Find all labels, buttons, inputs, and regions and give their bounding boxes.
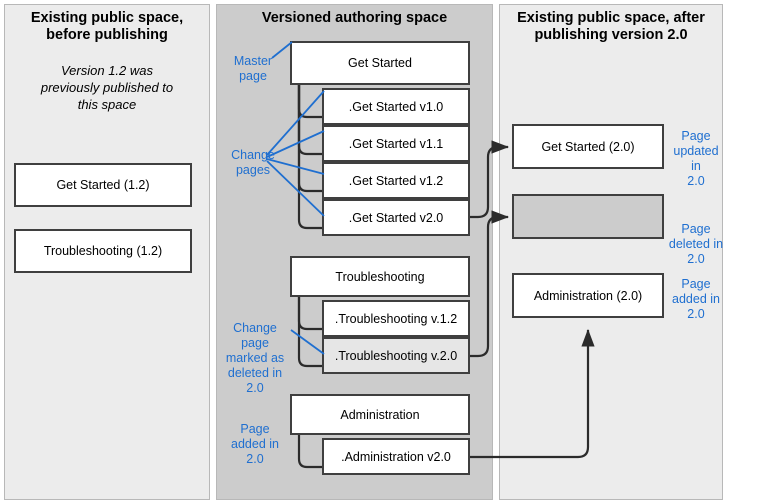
annotation-deleted-line5: 2.0 xyxy=(246,381,264,395)
annotation-updated-line2: updated in xyxy=(673,144,719,173)
panel-left-subtitle-line2: previously published to xyxy=(40,80,174,95)
change-page-troubleshooting-v2-0[interactable]: .Troubleshooting v.2.0 xyxy=(322,337,470,374)
annotation-deleted-line1: Change xyxy=(233,321,277,335)
annotation-page-deleted: Page deleted in 2.0 xyxy=(668,222,724,267)
annotation-deleted-right-line2: deleted in xyxy=(668,237,724,251)
panel-right-title-line2: publishing version 2.0 xyxy=(534,27,688,43)
annotation-added-right-line3: 2.0 xyxy=(687,307,705,321)
annotation-master-page-line2: page xyxy=(239,69,267,83)
annotation-deleted-line2: page xyxy=(241,336,269,350)
page-box-administration-2-0[interactable]: Administration (2.0) xyxy=(512,273,664,318)
page-box-troubleshooting-1-2[interactable]: Troubleshooting (1.2) xyxy=(14,229,192,273)
panel-left-title-line1: Existing public space, xyxy=(30,10,184,26)
annotation-change-pages-line1: Change xyxy=(231,148,275,162)
annotation-updated-line3: 2.0 xyxy=(687,174,705,188)
annotation-master-page: Master page xyxy=(222,54,284,84)
annotation-added-right-line1: Page xyxy=(681,277,711,291)
annotation-deleted-right-line3: 2.0 xyxy=(687,252,705,266)
panel-left-subtitle-line1: Version 1.2 was xyxy=(60,63,153,78)
annotation-added-mid-line1: Page xyxy=(240,422,270,436)
annotation-page-updated: Page updated in 2.0 xyxy=(668,129,724,189)
annotation-deleted-line4: deleted in xyxy=(227,366,283,380)
page-box-deleted-placeholder[interactable] xyxy=(512,194,664,239)
master-page-administration[interactable]: Administration xyxy=(290,394,470,435)
annotation-deleted-line3: marked as xyxy=(225,351,285,365)
panel-left-title-line2: before publishing xyxy=(46,27,168,43)
panel-left-title: Existing public space, before publishing xyxy=(10,10,204,44)
master-page-troubleshooting[interactable]: Troubleshooting xyxy=(290,256,470,297)
change-page-get-started-v1-0[interactable]: .Get Started v1.0 xyxy=(322,88,470,125)
annotation-page-added: Page added in 2.0 xyxy=(668,277,724,322)
page-box-get-started-1-2[interactable]: Get Started (1.2) xyxy=(14,163,192,207)
annotation-updated-line1: Page xyxy=(681,129,711,143)
annotation-added-mid-line3: 2.0 xyxy=(246,452,264,466)
annotation-added-mid-line2: added in xyxy=(231,437,279,451)
annotation-added-right-line2: added in xyxy=(672,292,720,306)
annotation-change-pages: Change pages xyxy=(222,148,284,178)
panel-left-subtitle: Version 1.2 was previously published to … xyxy=(16,62,198,113)
change-page-administration-v2-0[interactable]: .Administration v2.0 xyxy=(322,438,470,475)
page-box-get-started-2-0[interactable]: Get Started (2.0) xyxy=(512,124,664,169)
annotation-change-page-deleted: Change page marked as deleted in 2.0 xyxy=(222,321,288,396)
panel-right-title-line1: Existing public space, after xyxy=(517,10,705,26)
panel-mid-title: Versioned authoring space xyxy=(261,10,448,26)
change-page-troubleshooting-v1-2[interactable]: .Troubleshooting v.1.2 xyxy=(322,300,470,337)
annotation-change-pages-line2: pages xyxy=(235,163,271,177)
panel-left-subtitle-line3: this space xyxy=(77,97,137,112)
annotation-page-added-authoring: Page added in 2.0 xyxy=(222,422,288,467)
master-page-get-started[interactable]: Get Started xyxy=(290,41,470,85)
annotation-deleted-right-line1: Page xyxy=(681,222,711,236)
change-page-get-started-v2-0[interactable]: .Get Started v2.0 xyxy=(322,199,470,236)
annotation-master-page-line1: Master xyxy=(233,54,273,68)
change-page-get-started-v1-2[interactable]: .Get Started v1.2 xyxy=(322,162,470,199)
panel-right-title: Existing public space, after publishing … xyxy=(505,10,717,44)
change-page-get-started-v1-1[interactable]: .Get Started v1.1 xyxy=(322,125,470,162)
